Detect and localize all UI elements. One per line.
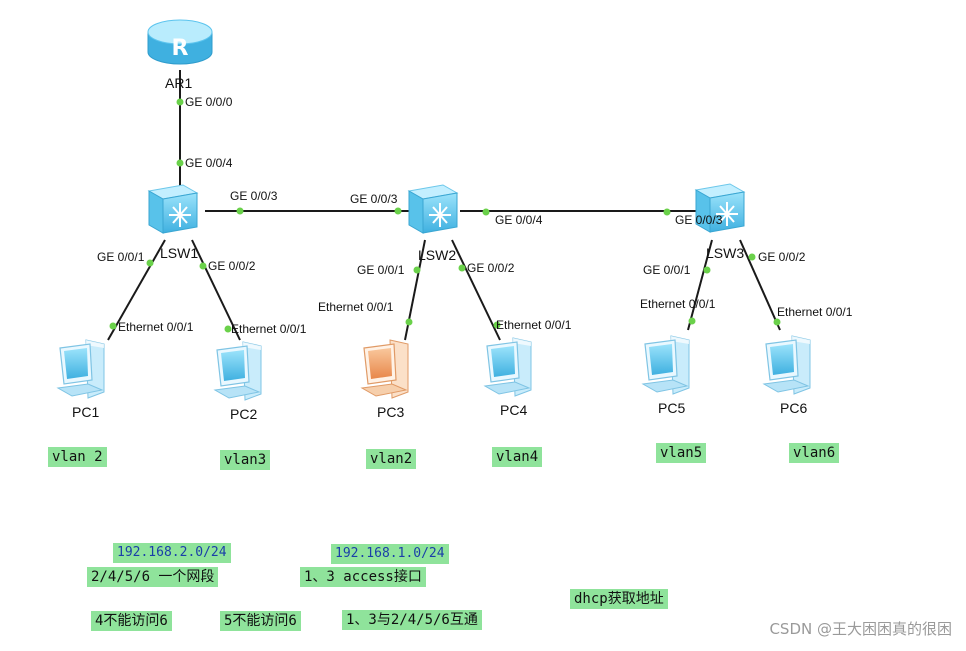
vlan-tag-pc1: vlan 2 [48,447,107,467]
port-label: Ethernet 0/0/1 [640,297,716,311]
note-rule-4: 4不能访问6 [91,611,172,631]
port-dot [663,208,671,216]
port-dot [176,159,184,167]
pc-icon-pc5[interactable] [642,335,690,395]
port-dot [224,325,232,333]
vlan-tag-pc2: vlan3 [220,450,271,470]
link-lsw2-pc4 [451,239,501,341]
device-label-pc2: PC2 [230,406,257,422]
note-subnet-1: 192.168.1.0/24 [331,544,449,564]
port-dot [176,98,184,106]
port-label: GE 0/0/3 [350,192,398,206]
device-label-lsw3: LSW3 [706,245,744,261]
device-label-pc6: PC6 [780,400,807,416]
port-dot [748,253,756,261]
device-label-pc1: PC1 [72,404,99,420]
port-label: Ethernet 0/0/1 [118,320,194,334]
device-label-lsw1: LSW1 [160,245,198,261]
router-icon[interactable]: R [147,19,213,65]
port-dot [146,259,154,267]
device-label-pc3: PC3 [377,404,404,420]
pc-icon-pc6[interactable] [763,335,811,395]
link-lsw1-pc2 [191,239,241,341]
device-label-lsw2: LSW2 [418,247,456,263]
port-label: GE 0/0/1 [357,263,405,277]
port-label: GE 0/0/3 [230,189,278,203]
note-subnet-1-desc: 1、3 access接口 [300,567,426,587]
pc-icon-pc2[interactable] [214,341,262,401]
port-label: GE 0/0/4 [185,156,233,170]
port-dot [493,321,501,329]
svg-text:R: R [172,36,189,61]
port-label: GE 0/0/0 [185,95,233,109]
port-dot [199,262,207,270]
port-dot [703,266,711,274]
port-dot [688,317,696,325]
note-subnet-2: 192.168.2.0/24 [113,543,231,563]
port-label: GE 0/0/1 [643,263,691,277]
vlan-tag-pc5: vlan5 [656,443,707,463]
port-label: Ethernet 0/0/1 [777,305,853,319]
note-subnet-2-desc: 2/4/5/6 一个网段 [87,567,219,587]
port-dot [773,318,781,326]
port-label: Ethernet 0/0/1 [231,322,307,336]
port-label: GE 0/0/2 [758,250,806,264]
port-dot [458,264,466,272]
port-dots [109,98,781,333]
port-dot [482,208,490,216]
note-rule-5: 5不能访问6 [220,611,301,631]
pc-icon-pc1[interactable] [57,339,105,399]
port-label: Ethernet 0/0/1 [318,300,394,314]
port-label: GE 0/0/1 [97,250,145,264]
vlan-tag-pc3: vlan2 [366,449,417,469]
switch-icon-lsw2[interactable] [408,184,458,234]
note-dhcp: dhcp获取地址 [570,589,668,609]
port-label: GE 0/0/2 [208,259,256,273]
device-label-pc5: PC5 [658,400,685,416]
port-dot [109,322,117,330]
port-dot [236,207,244,215]
port-label: GE 0/0/2 [467,261,515,275]
port-dot [394,207,402,215]
switch-icon-lsw1[interactable] [148,184,198,234]
port-dot [413,266,421,274]
port-label: Ethernet 0/0/1 [496,318,572,332]
device-label-pc4: PC4 [500,402,527,418]
note-rule-13: 1、3与2/4/5/6互通 [342,610,482,630]
port-dot [405,318,413,326]
pc-icon-pc3[interactable] [361,339,409,399]
vlan-tag-pc6: vlan6 [789,443,840,463]
link-lsw3-pc5 [687,239,713,331]
port-label: GE 0/0/3 [675,213,723,227]
watermark: CSDN @王大困困真的很困 [769,620,952,638]
link-lsw3-pc6 [739,239,781,331]
port-label: GE 0/0/4 [495,213,543,227]
link-lsw1-pc1 [107,239,166,341]
pc-icon-pc4[interactable] [484,337,532,397]
device-label-ar1: AR1 [165,75,192,91]
vlan-tag-pc4: vlan4 [492,447,543,467]
